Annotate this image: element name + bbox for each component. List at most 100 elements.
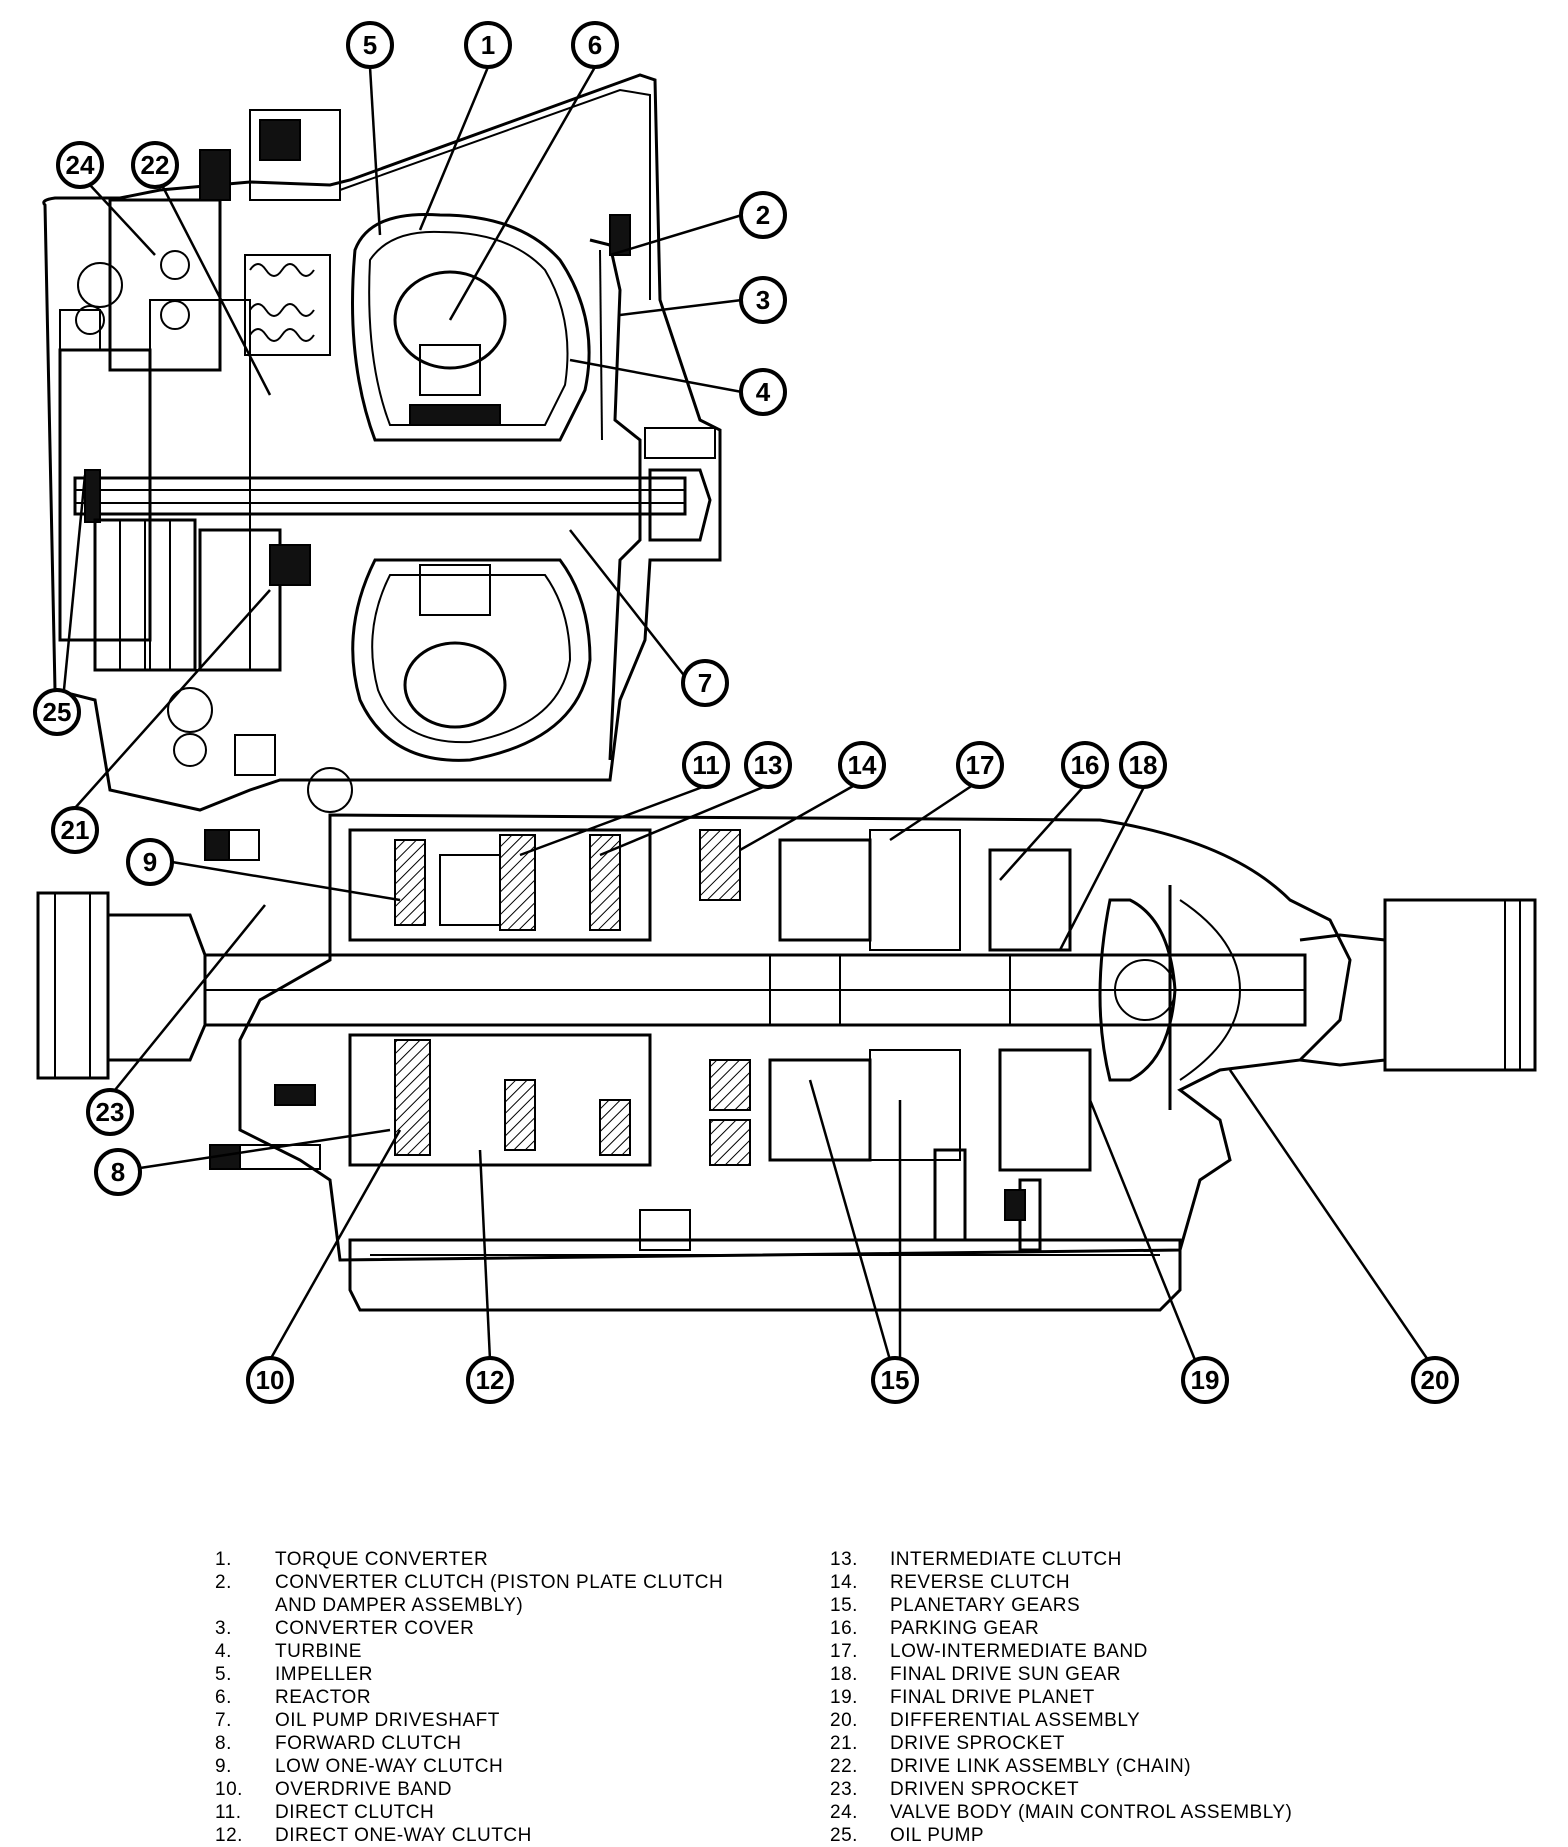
callout-20: 20 [1411,1356,1459,1404]
callout-25: 25 [33,688,81,736]
legend-item-label: LOW-INTERMEDIATE BAND [890,1641,1148,1662]
legend-item-label: DIRECT CLUTCH [275,1802,435,1823]
callout-22: 22 [131,141,179,189]
left-axle-stub [36,891,207,1080]
legend-item: 6. REACTOR [215,1686,775,1709]
callout-12: 12 [466,1356,514,1404]
leader-lines [60,66,1430,1361]
callout-14: 14 [838,741,886,789]
legend-item: 20.DIFFERENTIAL ASSEMBLY [830,1709,1470,1732]
legend-item-number: 7. [215,1710,232,1731]
callout-5: 5 [346,21,394,69]
callout-9: 9 [126,838,174,886]
svg-text:22: 22 [141,150,170,180]
legend-item: 4.TURBINE [215,1640,775,1663]
callout-6: 6 [571,21,619,69]
legend-item-label: TORQUE CONVERTER [275,1549,489,1570]
legend-item-label: FORWARD CLUTCH [275,1733,462,1754]
svg-text:24: 24 [66,150,95,180]
legend-item-number: 17. [830,1641,858,1662]
legend-item-number: 18. [830,1664,858,1685]
legend-item-label: DRIVE SPROCKET [890,1733,1065,1754]
legend-item-label: DIFFERENTIAL ASSEMBLY [890,1710,1141,1731]
legend-item-number: 9. [215,1756,232,1777]
svg-text:7: 7 [698,668,712,698]
callout-23: 23 [86,1088,134,1136]
parking-lug [933,1148,1042,1252]
legend-item: 19.FINAL DRIVE PLANET [830,1686,1470,1709]
differential [1098,885,1242,1110]
callout-16: 16 [1061,741,1109,789]
legend-item: 7. OIL PUMP DRIVESHAFT [215,1709,775,1732]
legend-item-label: IMPELLER [275,1664,373,1685]
oil-pump [93,518,353,813]
converter-housing [42,73,722,812]
legend-item: 16.PARKING GEAR [830,1617,1470,1640]
legend-item-label: OIL PUMP DRIVESHAFT [275,1710,500,1731]
legend-item: 3. CONVERTER COVER [215,1617,775,1640]
svg-text:17: 17 [966,750,995,780]
svg-text:13: 13 [754,750,783,780]
callout-18: 18 [1119,741,1167,789]
turbine-shaft [73,469,687,523]
legend-item-number: 24. [830,1802,858,1823]
svg-text:23: 23 [96,1097,125,1127]
legend-item-number: 11. [215,1802,242,1823]
legend-item: 5.IMPELLER [215,1663,775,1686]
legend-item: 2.CONVERTER CLUTCH (PISTON PLATE CLUTCH … [215,1571,775,1617]
callout-11: 11 [682,741,730,789]
callout-21: 21 [51,806,99,854]
legend-item-number: 10. [215,1779,243,1800]
svg-text:3: 3 [756,285,770,315]
callout-1: 1 [464,21,512,69]
svg-text:20: 20 [1421,1365,1450,1395]
callout-7: 7 [681,659,729,707]
legend-item-number: 16. [830,1618,858,1639]
legend-item: 17. LOW-INTERMEDIATE BAND [830,1640,1470,1663]
legend-item-label: REVERSE CLUTCH [890,1572,1071,1593]
legend-item-number: 6. [215,1687,232,1708]
svg-text:8: 8 [111,1157,125,1187]
callout-15: 15 [871,1356,919,1404]
svg-text:6: 6 [588,30,602,60]
legend-item-number: 3. [215,1618,232,1639]
legend-item: 21. DRIVE SPROCKET [830,1732,1470,1755]
callout-2: 2 [739,191,787,239]
legend-item-label: CONVERTER COVER [275,1618,475,1639]
svg-text:1: 1 [481,30,495,60]
legend-item: 9. LOW ONE-WAY CLUTCH [215,1755,775,1778]
callout-10: 10 [246,1356,294,1404]
svg-text:4: 4 [756,377,771,407]
legend-item-label: VALVE BODY (MAIN CONTROL ASSEMBLY) [890,1802,1293,1823]
svg-text:21: 21 [61,815,90,845]
legend-item-label: LOW ONE-WAY CLUTCH [275,1756,504,1777]
torque-converter [351,212,592,762]
legend-item-label: PLANETARY GEARS [890,1595,1081,1616]
callout-17: 17 [956,741,1004,789]
transaxle-cutaway-diagram: 5 1 6 24 22 2 3 4 7 25 11 13 14 17 16 18… [33,21,1537,1404]
clutch-packs-upper [348,828,1072,952]
legend-item-number: 21. [830,1733,858,1754]
legend-item: 10.OVERDRIVE BAND [215,1778,775,1801]
svg-text:9: 9 [143,847,157,877]
legend-item: 22.DRIVE LINK ASSEMBLY (CHAIN) [830,1755,1470,1778]
legend-item-label: DRIVE LINK ASSEMBLY (CHAIN) [890,1756,1192,1777]
legend-item: 11. DIRECT CLUTCH [215,1801,775,1824]
converter-cover [589,214,716,761]
legend-item-number: 15. [830,1595,858,1616]
svg-text:14: 14 [848,750,877,780]
legend-item-label: DRIVEN SPROCKET [890,1779,1080,1800]
svg-text:2: 2 [756,200,770,230]
callout-3: 3 [739,276,787,324]
svg-text:18: 18 [1129,750,1158,780]
callout-24: 24 [56,141,104,189]
legend-item-number: 13. [830,1549,858,1570]
legend-item: 18.FINAL DRIVE SUN GEAR [830,1663,1470,1686]
svg-text:25: 25 [43,697,72,727]
legend-item-label: REACTOR [275,1687,372,1708]
legend-item-number: 2. [215,1572,232,1593]
legend-item-label: TURBINE [275,1641,362,1662]
